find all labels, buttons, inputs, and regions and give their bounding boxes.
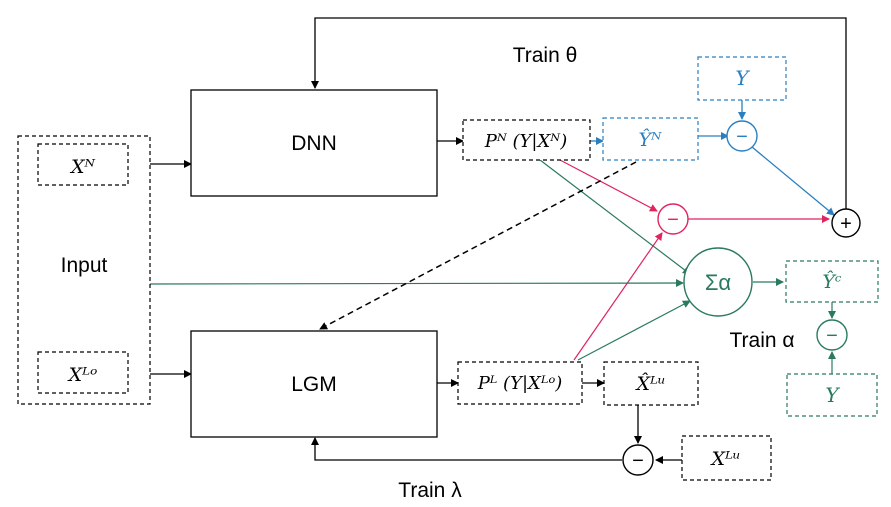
y-top-box bbox=[697, 56, 787, 101]
train-theta-label: Train θ bbox=[513, 44, 578, 67]
lgm-label: LGM bbox=[291, 373, 337, 396]
pl-to-red-minus-arrow bbox=[573, 232, 663, 361]
train-theta-feedback-arrow bbox=[311, 17, 847, 210]
black-minus-symbol: − bbox=[632, 450, 644, 472]
xhat-l-u-label: X̂ᴸᵘ bbox=[634, 373, 665, 395]
red-minus-symbol: − bbox=[667, 209, 679, 231]
black-minus-operator bbox=[622, 444, 654, 476]
yhat-c-label: Ŷᶜ bbox=[822, 270, 842, 293]
x-l-u-box bbox=[681, 435, 772, 481]
xn-input-box bbox=[37, 143, 129, 186]
pn-to-red-minus-arrow bbox=[559, 159, 658, 212]
yhat-c-box bbox=[785, 260, 879, 303]
plus-symbol: + bbox=[840, 213, 852, 235]
pn-output-label: Pᴺ (Y|Xᴺ) bbox=[484, 131, 567, 152]
red-minus-operator bbox=[657, 203, 689, 235]
y-bottom-label: Y bbox=[825, 383, 840, 407]
sigma-alpha-operator bbox=[683, 247, 753, 317]
pn-output-box bbox=[462, 119, 591, 161]
blue-minus-symbol: − bbox=[736, 126, 748, 148]
green-minus-symbol: − bbox=[826, 325, 838, 347]
sigma-alpha-symbol: Σα bbox=[705, 270, 732, 295]
xn-input-label: Xᴺ bbox=[69, 156, 96, 178]
input-to-sigma-arrow bbox=[149, 279, 684, 288]
pn-to-sigma-arrow bbox=[539, 159, 691, 275]
xhat-l-u-box bbox=[603, 361, 699, 406]
yhat-n-label: Ŷᴺ bbox=[638, 128, 662, 151]
dnn-label: DNN bbox=[291, 132, 337, 155]
dnn-block bbox=[190, 89, 438, 197]
pl-to-sigma-arrow bbox=[577, 300, 691, 361]
lgm-block bbox=[190, 330, 438, 438]
plus-operator bbox=[831, 208, 861, 238]
y-bottom-box bbox=[786, 373, 878, 417]
input-label: Input bbox=[61, 254, 108, 277]
train-lambda-feedback-arrow bbox=[311, 437, 622, 461]
green-minus-operator bbox=[816, 319, 848, 351]
yhat-n-box bbox=[602, 117, 699, 161]
train-lambda-label: Train λ bbox=[398, 479, 462, 502]
y-top-label: Y bbox=[735, 66, 750, 90]
train-alpha-label: Train α bbox=[729, 329, 794, 352]
blue-minus-operator bbox=[726, 120, 758, 152]
x-l-u-label: Xᴸᵘ bbox=[709, 448, 740, 470]
pl-output-box bbox=[457, 361, 583, 405]
blue-minus-to-plus-arrow bbox=[751, 146, 835, 216]
xlo-input-box bbox=[37, 351, 129, 394]
pl-output-label: Pᴸ (Y|Xᴸᵒ) bbox=[477, 373, 563, 394]
xlo-input-label: Xᴸᵒ bbox=[67, 364, 98, 386]
